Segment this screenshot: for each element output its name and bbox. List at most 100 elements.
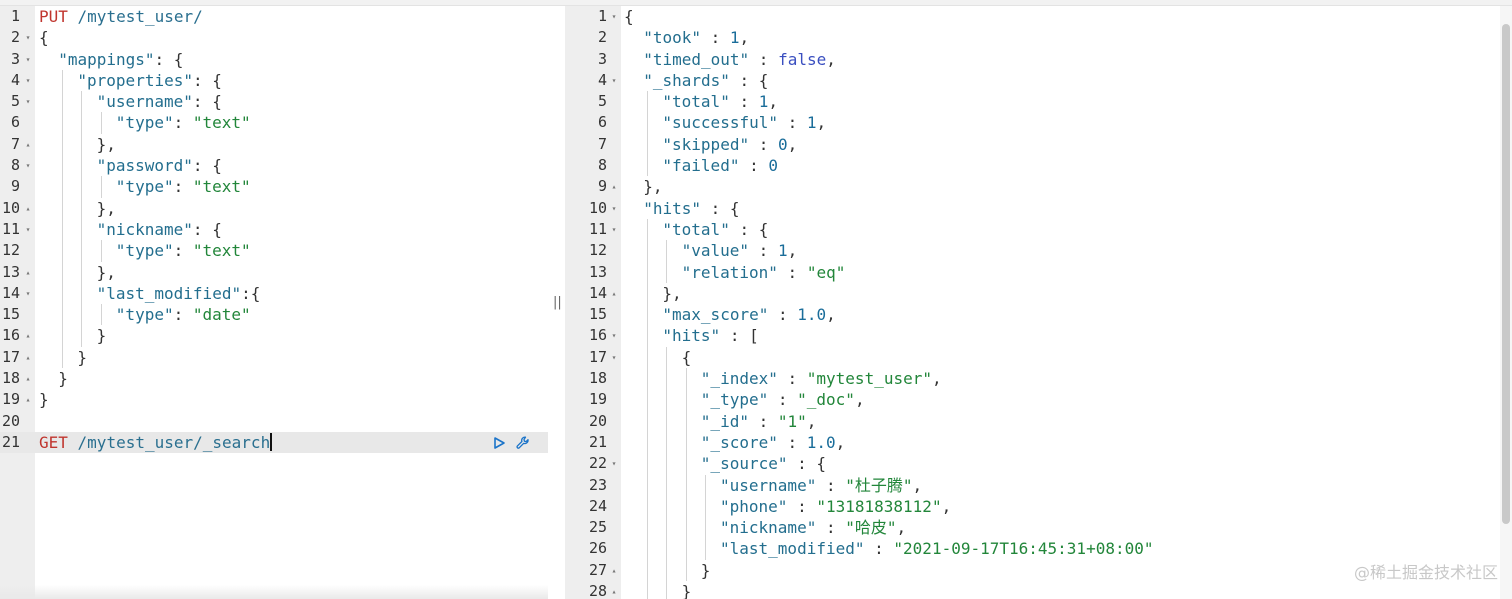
fold-toggle-open-icon[interactable]: ▾ [611,12,617,21]
code-line[interactable]: 13"relation" : "eq" [565,261,1512,283]
fold-toggle-open-icon[interactable]: ▾ [25,33,31,43]
code-line[interactable]: 17▴} [0,346,548,369]
fold-toggle-close-icon[interactable]: ▴ [611,288,617,298]
code-line[interactable]: 3▾"mappings": { [0,49,548,70]
code-line[interactable]: 14▾"last_modified":{ [0,282,548,305]
code-line[interactable]: 9▴}, [565,176,1512,197]
fold-toggle-close-icon[interactable]: ▴ [25,331,31,341]
code-line[interactable]: 3"timed_out" : false, [565,49,1512,70]
code-line[interactable]: 27▴} [565,559,1512,582]
indent-guide [666,240,668,262]
line-number: 19 [1,390,20,409]
fold-toggle-close-icon[interactable]: ▴ [25,374,31,384]
fold-toggle-close-icon[interactable]: ▴ [611,565,617,575]
scrollbar-thumb[interactable] [1502,24,1510,524]
code-line[interactable]: 8"failed" : 0 [565,155,1512,177]
code-line[interactable]: 9"type": "text" [0,176,548,198]
code-line[interactable]: 10▴}, [0,197,548,219]
fold-toggle-open-icon[interactable]: ▾ [611,203,617,213]
code-line[interactable]: 6"successful" : 1, [565,112,1512,134]
fold-toggle-close-icon[interactable]: ▴ [25,352,31,362]
code-line[interactable]: 18"_index" : "mytest_user", [565,368,1512,390]
line-number: 5 [10,92,20,111]
code-line[interactable]: 4▾"_shards" : { [565,70,1512,91]
fold-toggle-close-icon[interactable]: ▴ [611,587,617,597]
code-line[interactable]: 10▾"hits" : { [565,198,1512,219]
response-viewer[interactable]: 1▾{2"took" : 1,3"timed_out" : false,4▾"_… [565,6,1512,599]
code-line[interactable]: 20 [0,411,548,432]
code-token: "last_modified" [720,539,865,559]
code-token: "哈皮" [845,518,897,538]
response-scrollbar[interactable] [1500,6,1512,599]
fold-toggle-open-icon[interactable]: ▾ [25,54,31,64]
code-line[interactable]: 7"skipped" : 0, [565,133,1512,156]
pane-resizer[interactable]: || [548,6,565,599]
fold-toggle-open-icon[interactable]: ▾ [611,224,617,234]
code-line[interactable]: 2"took" : 1, [565,27,1512,48]
fold-toggle-open-icon[interactable]: ▾ [611,459,617,469]
line-number: 17 [588,347,607,366]
code-line[interactable]: 21"_score" : 1.0, [565,431,1512,454]
code-line[interactable]: 14▴}, [565,282,1512,305]
code-line[interactable]: 4▾"properties": { [0,69,548,92]
code-line[interactable]: 28▴} [565,581,1512,599]
code-line[interactable]: 26"last_modified" : "2021-09-17T16:45:31… [565,538,1512,560]
code-token: , [739,28,750,48]
fold-toggle-close-icon[interactable]: ▴ [611,182,617,192]
indent-guide [62,155,64,177]
code-line[interactable]: 19▴} [0,389,548,410]
code-line[interactable]: 12"value" : 1, [565,240,1512,262]
fold-toggle-open-icon[interactable]: ▾ [611,75,617,85]
code-token: "last_modified" [96,283,242,303]
fold-toggle-open-icon[interactable]: ▾ [25,161,31,171]
wrench-icon[interactable] [514,434,532,452]
code-line[interactable]: 16▴} [0,325,548,347]
fold-toggle-close-icon[interactable]: ▴ [25,267,31,277]
code-line[interactable]: 11▾"nickname": { [0,218,548,241]
fold-toggle-open-icon[interactable]: ▾ [25,75,31,85]
line-number: 6 [10,113,20,132]
play-icon[interactable] [490,434,508,452]
fold-toggle-close-icon[interactable]: ▴ [25,203,31,213]
line-number: 18 [1,369,20,388]
fold-toggle-close-icon[interactable]: ▴ [25,139,31,149]
code-line[interactable]: 22▾"_source" : { [565,453,1512,475]
code-line[interactable]: 15"max_score" : 1.0, [565,304,1512,326]
indent-guide [81,282,83,305]
code-line[interactable]: 16▾"hits" : [ [565,325,1512,347]
code-line[interactable]: 15"type": "date" [0,304,548,326]
fold-toggle-open-icon[interactable]: ▾ [611,331,617,341]
indent-guide [81,112,83,134]
code-line[interactable]: 1▾{ [565,6,1512,27]
fold-toggle-open-icon[interactable]: ▾ [25,224,31,234]
fold-toggle-close-icon[interactable]: ▴ [25,395,31,405]
line-number: 22 [588,454,607,473]
code-line[interactable]: 20"_id" : "1", [565,410,1512,432]
code-line[interactable]: 12"type": "text" [0,240,548,262]
fold-toggle-open-icon[interactable]: ▾ [611,352,617,362]
fold-toggle-open-icon[interactable]: ▾ [25,97,31,107]
code-line[interactable]: 13▴}, [0,261,548,283]
indent-guide [666,581,668,599]
indent-guide [62,112,64,134]
indent-guide [685,474,687,496]
code-line[interactable]: 8▾"password": { [0,155,548,177]
code-line[interactable]: 23"username" : "杜子腾", [565,474,1512,496]
code-line[interactable]: 2▾{ [0,27,548,48]
code-line[interactable]: 11▾"total" : { [565,218,1512,241]
code-line[interactable]: 7▴}, [0,133,548,156]
code-line[interactable]: 19"_type" : "_doc", [565,389,1512,411]
code-line[interactable]: 6"type": "text" [0,112,548,134]
code-line[interactable]: 5"total" : 1, [565,91,1512,113]
code-line[interactable]: 5▾"username": { [0,91,548,113]
code-line[interactable]: 18▴} [0,368,548,389]
line-number: 23 [588,475,607,494]
code-token: : [700,28,730,48]
code-line[interactable]: 25"nickname" : "哈皮", [565,517,1512,539]
fold-toggle-open-icon[interactable]: ▾ [25,288,31,298]
code-line[interactable]: 17▾{ [565,346,1512,369]
code-line[interactable]: 24"phone" : "13181838112", [565,495,1512,518]
